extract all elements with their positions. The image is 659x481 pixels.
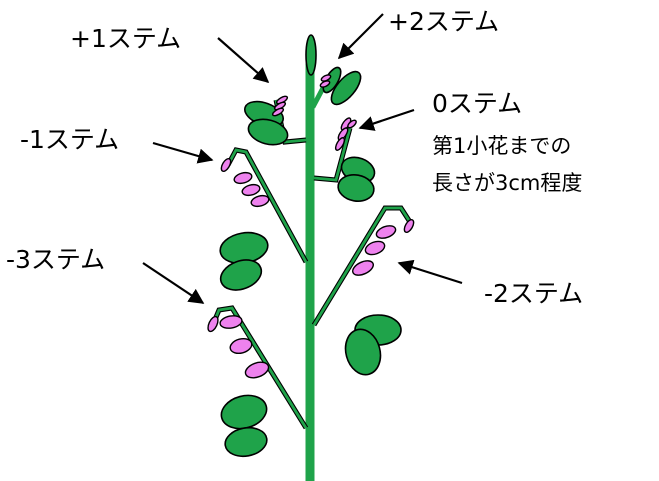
label-minus2: -2ステム (484, 279, 583, 308)
label-zero-note-line2: 長さが3cm程度 (432, 171, 582, 195)
label-plus1: +1ステム (70, 24, 181, 53)
label-zero-note-line1: 第1小花までの (432, 134, 571, 158)
arrow-minus1 (153, 143, 212, 160)
minus2-stem-branch (314, 208, 416, 379)
arrow-plus2 (339, 14, 383, 58)
apical-bud (306, 35, 316, 75)
label-minus3: -3ステム (6, 245, 105, 274)
arrow-minus2 (399, 263, 462, 283)
plus1-stem-branch (241, 95, 306, 149)
arrow-plus1 (218, 38, 268, 82)
arrow-zero (360, 110, 414, 128)
label-plus2: +2ステム (388, 7, 499, 36)
plus2-stem-branch (314, 65, 366, 109)
minus3-stem-branch (206, 308, 306, 459)
zero-stem-branch (314, 117, 378, 204)
label-zero: 0ステム (432, 89, 522, 118)
arrow-minus3 (143, 263, 203, 303)
minus1-stem-branch (216, 150, 306, 295)
label-minus1: -1ステム (20, 125, 119, 154)
